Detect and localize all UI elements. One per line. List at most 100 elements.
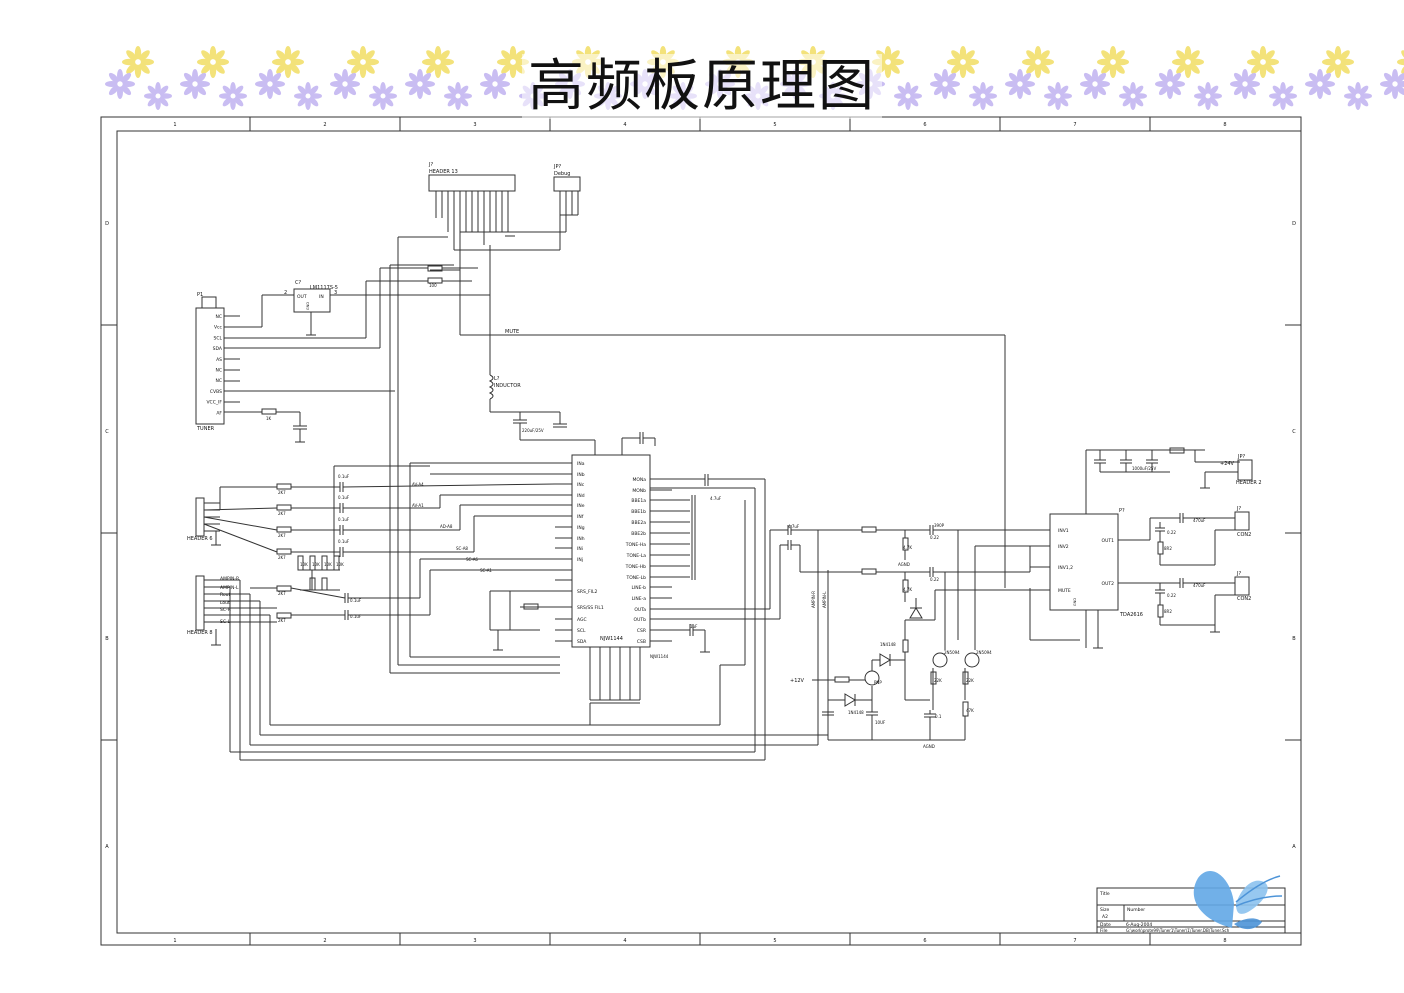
component-value: 220uF/25V [522, 428, 544, 433]
frame-column-label: 1 [173, 122, 176, 128]
flower-icon [272, 46, 304, 78]
flower-icon [969, 81, 997, 111]
frame-column-label: 4 [623, 122, 626, 128]
header8-name: HEADER 8 [187, 630, 213, 636]
slide-title: 高频板原理图 [0, 52, 1404, 122]
flower-icon [1096, 45, 1130, 79]
flower-icon [1246, 45, 1280, 79]
njw1144-left-pin: INf [577, 514, 584, 520]
header6-name: HEADER 6 [187, 536, 213, 542]
regulator-block [293, 288, 331, 313]
component-value: 1000uF/25V [1132, 466, 1156, 471]
net-label: AV-A4 [412, 482, 424, 487]
regulator-pin-out: OUT [297, 294, 307, 300]
njw1144-right-pin: LINE-b [631, 585, 646, 591]
mute-net-label: MUTE [505, 329, 519, 335]
outer-frame [100, 116, 1302, 946]
component-value: 390P [934, 523, 945, 528]
tuner-pin-label: SCL [213, 335, 222, 341]
power-header-block [1237, 459, 1253, 481]
flower-icon [1005, 69, 1035, 99]
titleblock-file-value: G:\work\prote99\Tuner1\Tuner\1\Tuner.DB\… [1126, 928, 1230, 933]
title-block [1096, 887, 1286, 934]
component-value: 10K [324, 562, 332, 567]
flower-icon [122, 45, 154, 79]
tuner-pin-label: CVBS [210, 389, 222, 395]
component-value: 0.1 [935, 714, 942, 719]
component-value: 0.1uF [338, 539, 350, 544]
flower-icon [1344, 82, 1372, 110]
titleblock-file-label: File [1100, 928, 1108, 934]
frame-column-label: 7 [1073, 122, 1076, 128]
header13-block [428, 174, 516, 192]
net-label: SC-A1 [480, 568, 492, 573]
component-value: 0.1uF [350, 598, 362, 603]
component-value: 2K7 [278, 591, 286, 596]
tuner-pin-label: NC [215, 378, 222, 384]
njw1144-right-pin: OUTb [634, 617, 647, 623]
header13-name: HEADER 13 [429, 169, 458, 175]
njw1144-right-pin: LINE-a [632, 596, 647, 602]
flower-icon [480, 69, 510, 99]
agnd-label: AGND [898, 562, 910, 567]
frame-column-label: 8 [1223, 938, 1226, 944]
net-12v-label: +12V [790, 678, 805, 684]
component-value: 2N5094 [944, 650, 960, 655]
frame-column-label: 3 [473, 938, 476, 944]
flower-icon [947, 46, 979, 78]
regulator-pin-gnd: GND [306, 302, 310, 310]
component-value: 0.22 [930, 577, 939, 582]
flower-icon [180, 69, 210, 99]
flower-icon [197, 45, 229, 79]
header8-block [195, 575, 205, 631]
component-value: 10K [336, 562, 344, 567]
flower-icon [144, 82, 172, 110]
tuner-pin-label: NC [215, 314, 222, 320]
flower-icon [368, 81, 398, 111]
butterfly-antenna-icon [1235, 875, 1283, 907]
njw1144-left-pin: INa [577, 461, 585, 467]
frame-column-label: 8 [1223, 122, 1226, 128]
con1-ref: J? [1236, 506, 1241, 512]
frame-column-label: 7 [1073, 938, 1076, 944]
frame-row-label: A [105, 844, 109, 850]
njw1144-right-pin: MONb [632, 488, 646, 494]
net-label: AD-A8 [440, 524, 453, 529]
regulator-ref: C? [295, 280, 301, 286]
flower-icon [219, 82, 247, 110]
inductor-ref: L? [494, 376, 500, 382]
flower-icon [293, 81, 323, 111]
frame-column-label: 4 [623, 938, 626, 944]
debug-header-block [553, 176, 581, 192]
frame-column-label: 1 [173, 938, 176, 944]
component-value: 8R2 [1164, 546, 1172, 551]
titleblock-title-label: Title [1099, 891, 1110, 897]
header13-ref: J? [428, 162, 433, 168]
njw1144-right-pin: BBE2a [631, 520, 646, 526]
njw1144-left-pin: INb [577, 472, 585, 478]
titleblock-size-value: A2 [1102, 914, 1108, 920]
tda2616-pin-label: INV1 [1058, 528, 1069, 534]
tuner-ref: P1 [197, 292, 203, 298]
frame-column-label: 2 [323, 938, 326, 944]
net-label: SC-A8 [456, 546, 468, 551]
tda2616-block [1049, 513, 1119, 611]
con1-block [1234, 511, 1250, 531]
tda2616-pin-label: INV2 [1058, 544, 1069, 550]
njw1144-left-pin: AGC [577, 617, 587, 623]
debug-header-name: Debug [554, 171, 570, 177]
regulator-pin-number: 2 [284, 290, 287, 296]
regulator-pin-in: IN [319, 294, 324, 300]
net-label: AV-A1 [412, 503, 424, 508]
njw1144-left-pin: INh [577, 536, 585, 542]
flower-icon [1194, 82, 1222, 110]
njw1144-right-pin: MONa [632, 477, 646, 483]
njw1144-right-pin: BBE2b [631, 531, 646, 537]
njw1144-right-pin: BBE1a [631, 498, 646, 504]
component-value: 47K [966, 708, 974, 713]
tda2616-name: TDA2616 [1119, 612, 1143, 618]
agnd-label: AGND [923, 744, 935, 749]
tuner-pin-label: AS [216, 357, 222, 363]
component-value: 22K [934, 678, 942, 683]
component-value: 2N5094 [976, 650, 992, 655]
